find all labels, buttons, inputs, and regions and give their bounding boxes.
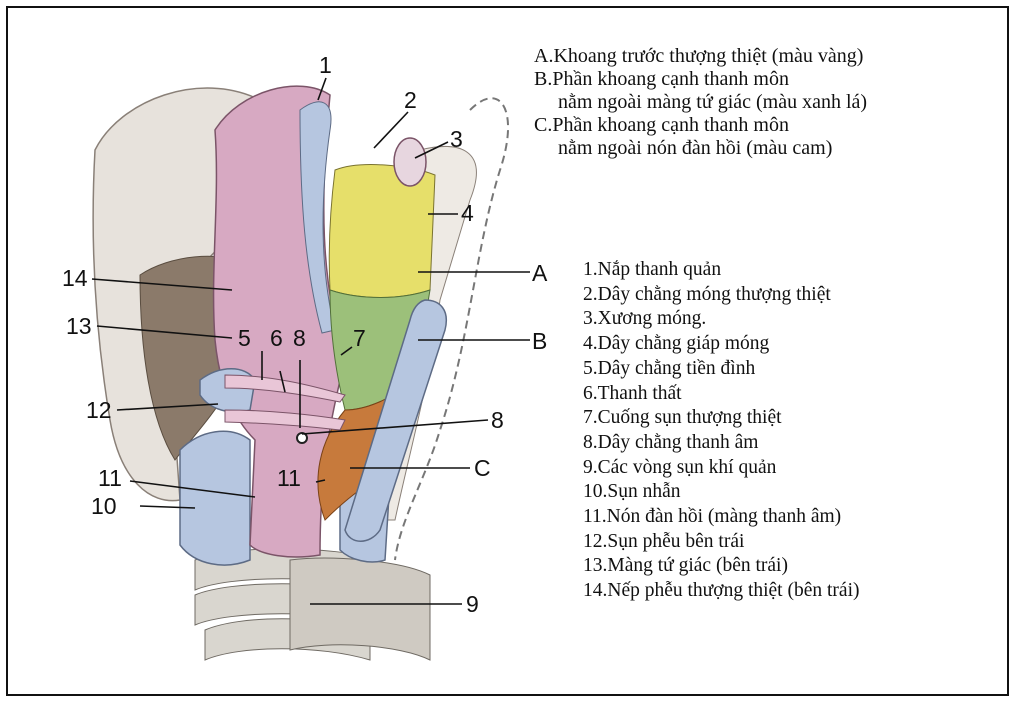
zone-legend-c: C.Phần khoang cạnh thanh môn xyxy=(534,114,867,137)
structure-item: 6.Thanh thất xyxy=(583,382,859,407)
callout-6: 6 xyxy=(270,325,283,351)
structure-item: 14.Nếp phễu thượng thiệt (bên trái) xyxy=(583,579,859,604)
callout-8a: 8 xyxy=(293,325,306,351)
structure-item: 13.Màng tứ giác (bên trái) xyxy=(583,554,859,579)
structure-item: 10.Sụn nhẫn xyxy=(583,480,859,505)
callout-11b: 11 xyxy=(277,465,301,491)
structure-item: 12.Sụn phễu bên trái xyxy=(583,530,859,555)
zone-a-preepiglottic xyxy=(329,165,435,298)
callout-1: 1 xyxy=(319,52,332,78)
callout-5: 5 xyxy=(238,325,251,351)
callout-C: C xyxy=(474,455,491,481)
hyoid-bone xyxy=(394,138,426,186)
zone-legend-a: A.Khoang trước thượng thiệt (màu vàng) xyxy=(534,45,867,68)
zone-legend-b-cont: nằm ngoài màng tứ giác (màu xanh lá) xyxy=(534,91,867,114)
structure-legend: 1.Nắp thanh quản 2.Dây chằng móng thượng… xyxy=(583,258,859,604)
structure-item: 2.Dây chằng móng thượng thiệt xyxy=(583,283,859,308)
callout-3: 3 xyxy=(450,126,463,152)
structure-item: 11.Nón đàn hồi (màng thanh âm) xyxy=(583,505,859,530)
callout-11a: 11 xyxy=(98,465,122,491)
zone-legend: A.Khoang trước thượng thiệt (màu vàng) B… xyxy=(534,45,867,160)
callout-B: B xyxy=(532,328,547,354)
callout-10: 10 xyxy=(91,493,117,519)
callout-12: 12 xyxy=(86,397,112,423)
callout-8b: 8 xyxy=(491,407,504,433)
structure-item: 7.Cuống sụn thượng thiệt xyxy=(583,406,859,431)
structure-item: 9.Các vòng sụn khí quản xyxy=(583,456,859,481)
structure-item: 8.Dây chằng thanh âm xyxy=(583,431,859,456)
structure-item: 4.Dây chằng giáp móng xyxy=(583,332,859,357)
zone-legend-b: B.Phần khoang cạnh thanh môn xyxy=(534,68,867,91)
structure-item: 5.Dây chằng tiền đình xyxy=(583,357,859,382)
callout-A: A xyxy=(532,260,548,286)
callout-7: 7 xyxy=(353,325,366,351)
zone-legend-c-cont: nằm ngoài nón đàn hồi (màu cam) xyxy=(534,137,867,160)
callout-2: 2 xyxy=(404,87,417,113)
callout-9: 9 xyxy=(466,591,479,617)
callout-13: 13 xyxy=(66,313,92,339)
structure-item: 3.Xương móng. xyxy=(583,307,859,332)
cricoid-cartilage xyxy=(180,431,250,565)
structure-item: 1.Nắp thanh quản xyxy=(583,258,859,283)
callout-4: 4 xyxy=(461,200,474,226)
callout-14: 14 xyxy=(62,265,88,291)
